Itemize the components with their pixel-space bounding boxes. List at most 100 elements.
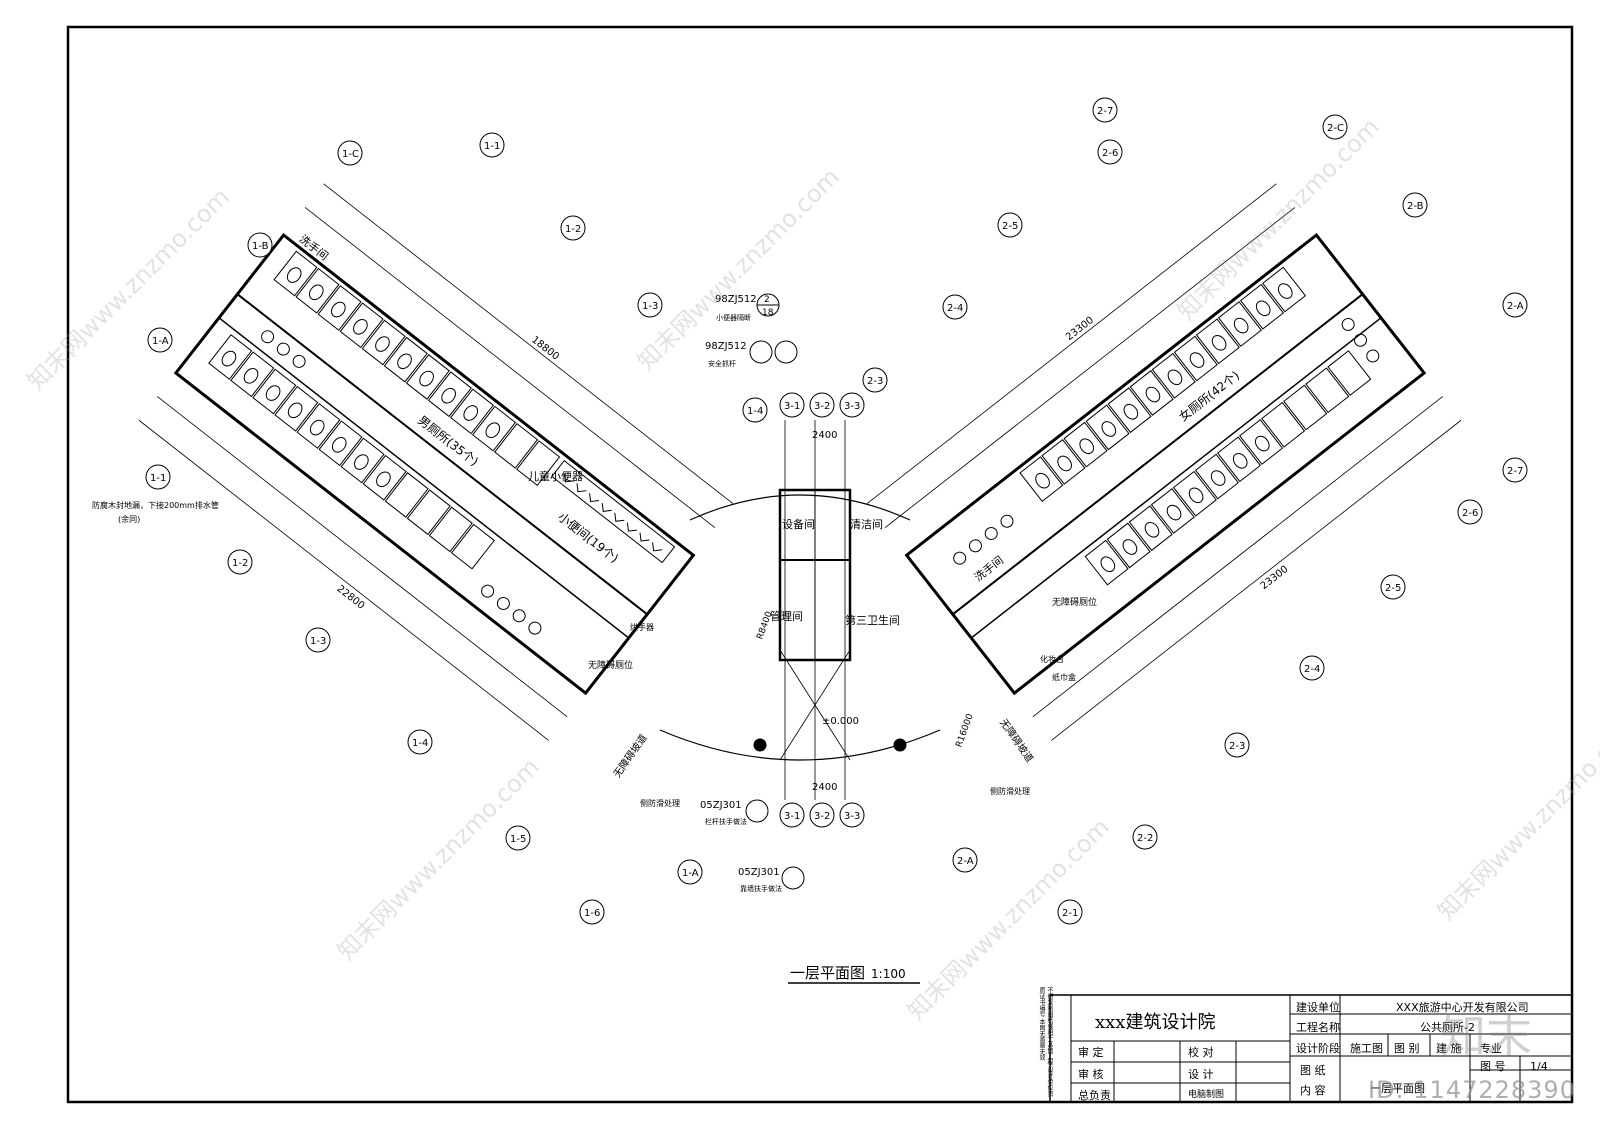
- waterproof-note: 防腐木封地漏，下接200mm排水管: [92, 500, 219, 510]
- dim-left-total2: 22800: [335, 583, 367, 611]
- waterproof-note2: (余同): [118, 514, 140, 524]
- tb-drawing-type-value: 建 施: [1436, 1042, 1462, 1055]
- svg-text:3-2: 3-2: [814, 811, 830, 822]
- dim-center-bottom: 2400: [812, 782, 837, 793]
- axis-3-3-top: 3-3: [839, 392, 865, 418]
- plan-title-text: 一层平面图: [790, 964, 866, 982]
- room-child-urinal: 儿童小便器: [528, 469, 583, 483]
- svg-text:2-7: 2-7: [1507, 466, 1523, 477]
- svg-text:3-1: 3-1: [784, 811, 800, 822]
- svg-text:2-4: 2-4: [1304, 664, 1320, 675]
- axis-3-1-top: 3-1: [779, 392, 805, 418]
- id-tag: ID: 1147228390: [1368, 1076, 1576, 1104]
- axis-1-4b: 1-4: [407, 729, 433, 755]
- axis-1-5: 1-5: [505, 825, 531, 851]
- svg-text:2-5: 2-5: [1385, 583, 1401, 594]
- title-block-side-note: 不得复制图纸或用于其他工程 设计单位资质证书编号 本图无盖章无效: [1038, 987, 1053, 1097]
- dryer-left: 烘手器: [630, 622, 654, 632]
- tb-content-value: 一层平面图: [1370, 1082, 1425, 1095]
- svg-text:1-2: 1-2: [232, 558, 248, 569]
- tb-chief: 总负责: [1078, 1089, 1111, 1102]
- axis-2-5: 2-5: [997, 212, 1023, 238]
- tb-project-value: 公共厕所-2: [1420, 1021, 1475, 1034]
- room-third-wc: 第三卫生间: [845, 613, 900, 627]
- axis-2-7: 2-7: [1092, 97, 1118, 123]
- svg-text:2-4: 2-4: [947, 303, 963, 314]
- axis-2-4b: 2-4: [1299, 655, 1325, 681]
- svg-text:栏杆扶手做法: 栏杆扶手做法: [705, 817, 747, 826]
- tb-cad: 电脑制图: [1188, 1090, 1225, 1100]
- room-equipment: 设备间: [782, 517, 815, 531]
- axis-1-2: 1-2: [560, 215, 586, 241]
- tb-client-value: XXX旅游中心开发有限公司: [1396, 1001, 1529, 1014]
- svg-text:1-A: 1-A: [682, 868, 699, 879]
- svg-text:3-3: 3-3: [844, 401, 860, 412]
- svg-text:98ZJ512: 98ZJ512: [715, 294, 757, 305]
- svg-text:2-1: 2-1: [1062, 908, 1078, 919]
- svg-text:1-1: 1-1: [150, 473, 166, 484]
- tb-design: 设 计: [1188, 1068, 1214, 1081]
- svg-text:2-3: 2-3: [1229, 741, 1245, 752]
- radius-right: R16000: [954, 712, 975, 748]
- axis-1-1: 1-1: [479, 132, 505, 158]
- logo: 知末: [1440, 1009, 1532, 1063]
- svg-text:1-2: 1-2: [565, 224, 581, 235]
- svg-text:2-5: 2-5: [1002, 221, 1018, 232]
- axis-2-6b: 2-6: [1457, 499, 1483, 525]
- svg-text:1-5: 1-5: [510, 834, 526, 845]
- axis-1-4: 1-4: [742, 397, 768, 423]
- tb-content-label2: 内 容: [1300, 1084, 1326, 1097]
- ramp-left: 无障碍坡道: [610, 732, 649, 780]
- axis-2-A: 2-A: [1502, 292, 1528, 318]
- svg-text:2-2: 2-2: [1137, 833, 1153, 844]
- axis-1-1b: 1-1: [145, 464, 171, 490]
- axis-1-C: 1-C: [337, 140, 363, 166]
- svg-text:2: 2: [764, 295, 770, 305]
- tb-stage-value: 施工图: [1350, 1042, 1383, 1055]
- left-wing: 男厕所(35个) 小便间(19个) 洗手间 18800 22800: [138, 183, 734, 741]
- svg-text:小便器隔断: 小便器隔断: [716, 313, 751, 322]
- ref-callout-2: 98ZJ512 安全抓杆: [705, 340, 798, 368]
- room-accessible-left: 无障碍厕位: [588, 659, 633, 671]
- anti-slip-right: 侧防滑处理: [990, 786, 1030, 796]
- svg-text:2-C: 2-C: [1327, 123, 1344, 134]
- svg-text:2-7: 2-7: [1097, 106, 1113, 117]
- svg-text:1-3: 1-3: [310, 636, 326, 647]
- axis-2-3: 2-3: [862, 367, 888, 393]
- axis-1-A: 1-A: [147, 327, 173, 353]
- axis-2-6: 2-6: [1097, 139, 1123, 165]
- tb-review: 审 定: [1078, 1046, 1104, 1059]
- axis-3-1-bot: 3-1: [779, 802, 805, 828]
- room-management: 管理间: [770, 609, 803, 623]
- axis-2-B: 2-B: [1402, 192, 1428, 218]
- tb-project-label: 工程名称: [1296, 1021, 1340, 1034]
- svg-text:1-3: 1-3: [642, 301, 658, 312]
- svg-text:3-2: 3-2: [814, 401, 830, 412]
- tb-stage-label: 设计阶段: [1296, 1042, 1340, 1055]
- tb-discipline-label: 专业: [1480, 1042, 1502, 1055]
- axis-2-C: 2-C: [1322, 114, 1348, 140]
- svg-text:1-A: 1-A: [152, 336, 169, 347]
- tb-content-label: 图 纸: [1300, 1064, 1326, 1077]
- svg-text:1-C: 1-C: [342, 149, 359, 160]
- axis-2-A-bottom: 2-A: [952, 847, 978, 873]
- axis-1-A-bottom: 1-A: [677, 859, 703, 885]
- svg-text:1-B: 1-B: [252, 241, 269, 252]
- svg-text:2-A: 2-A: [957, 856, 974, 867]
- room-accessible-right: 无障碍厕位: [1052, 596, 1097, 608]
- sheet-border: [66, 25, 1574, 1104]
- svg-text:1-4: 1-4: [412, 738, 428, 749]
- svg-text:2-6: 2-6: [1102, 148, 1118, 159]
- axis-2-5b: 2-5: [1380, 574, 1406, 600]
- svg-text:05ZJ301: 05ZJ301: [700, 800, 742, 811]
- svg-text:05ZJ301: 05ZJ301: [738, 867, 780, 878]
- axis-2-7b: 2-7: [1502, 457, 1528, 483]
- ref-callout-3: 05ZJ301 栏杆扶手做法: [700, 799, 769, 826]
- axis-2-4: 2-4: [942, 294, 968, 320]
- ref-callout-1: 98ZJ512 小便器隔断 2 18: [715, 293, 780, 322]
- axis-2-3b: 2-3: [1224, 732, 1250, 758]
- axis-3-2-top: 3-2: [809, 392, 835, 418]
- dim-center-top: 2400: [812, 430, 837, 441]
